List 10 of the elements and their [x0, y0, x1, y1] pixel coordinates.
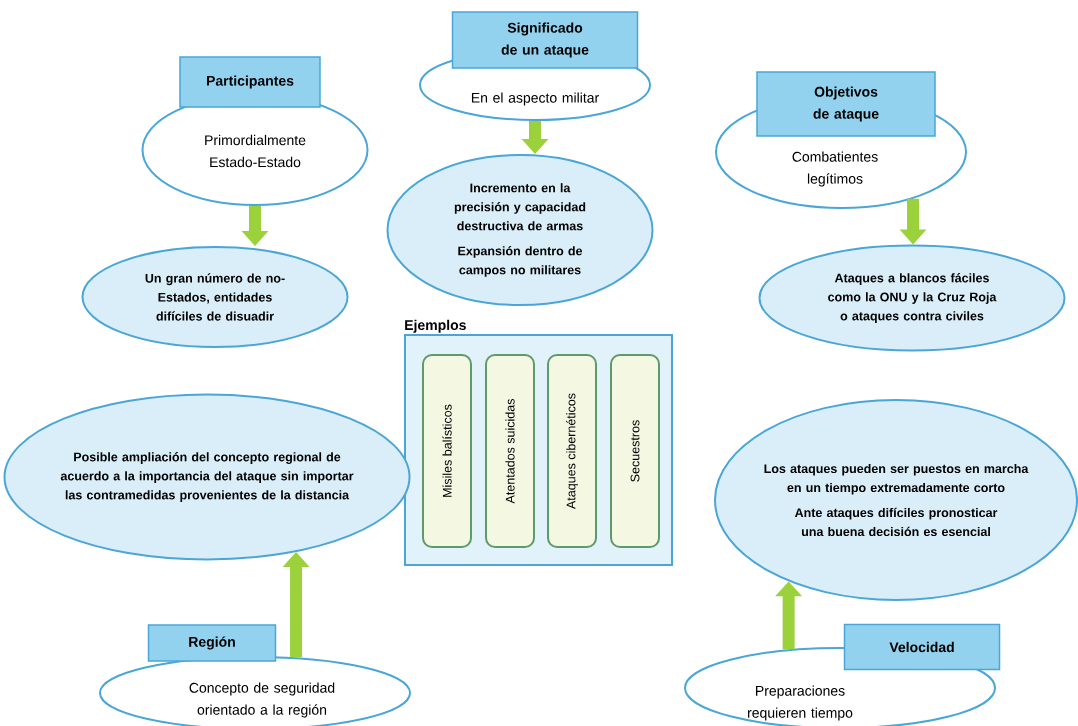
example-pill: Secuestros [610, 354, 660, 548]
example-pill: Misiles balísticos [422, 354, 472, 548]
header-tab: Velocidad [843, 623, 1001, 671]
header-tab: Región [147, 624, 277, 662]
header-tab: Objetivos de ataque [756, 71, 936, 137]
header-tab: Participantes [179, 56, 321, 108]
panel-heading: Ejemplos [405, 319, 466, 333]
example-pill: Atentados suicidas [485, 354, 535, 548]
example-pill: Ataques cibernéticos [547, 354, 597, 548]
header-tab: Significado de un ataque [451, 11, 639, 69]
